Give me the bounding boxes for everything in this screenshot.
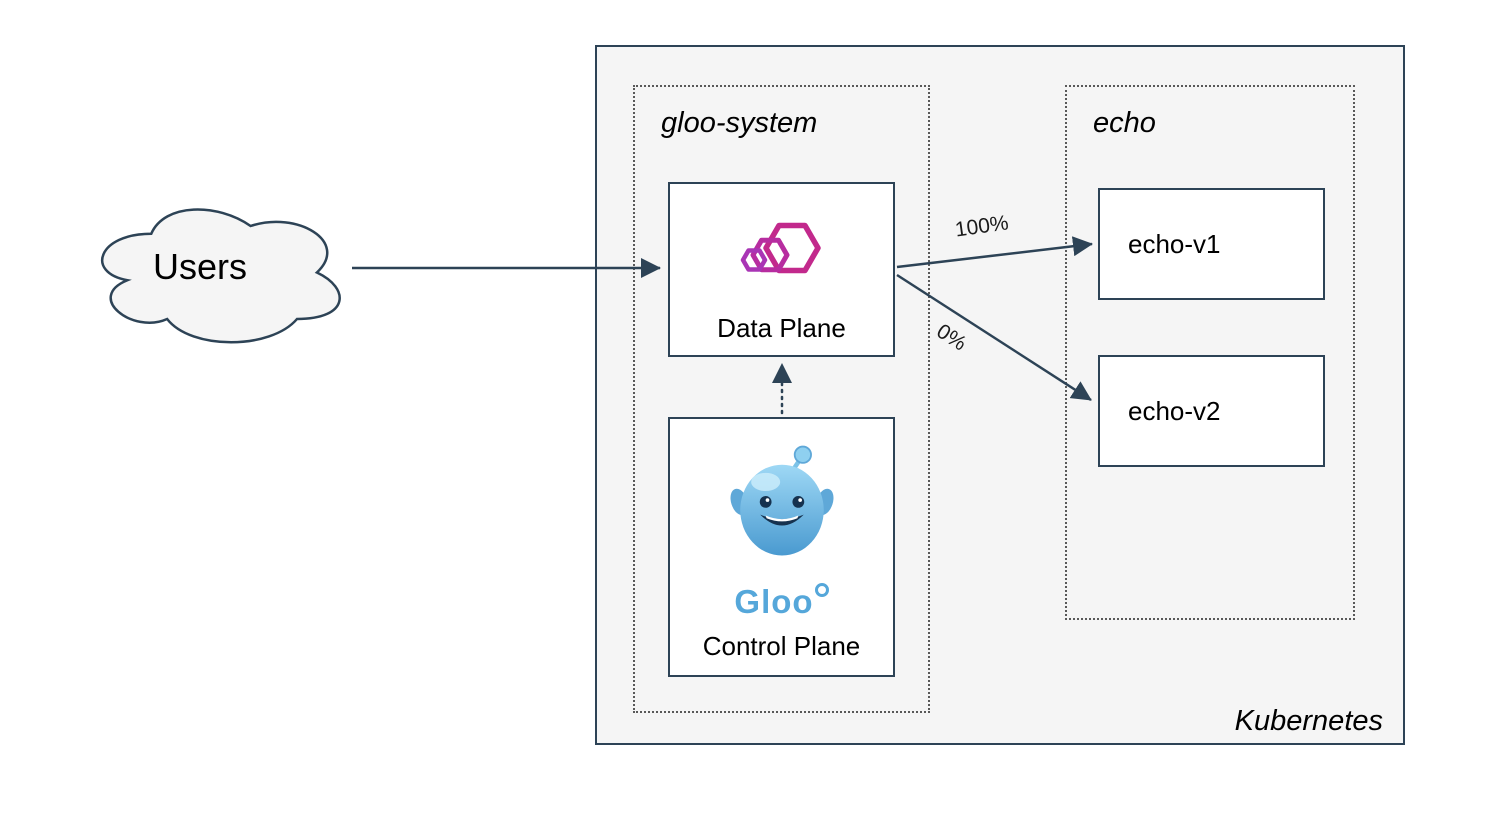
gloo-wordmark: Gloo [734,583,829,621]
namespace-gloo-system-label: gloo-system [661,107,818,139]
gloo-hexagon-icon [670,184,893,314]
gloo-mascot-icon [670,419,893,583]
node-control-plane: Gloo Control Plane [668,417,895,677]
data-plane-label: Data Plane [717,313,846,344]
node-echo-v1: echo-v1 [1098,188,1325,300]
kubernetes-label: Kubernetes [1234,705,1383,737]
gloo-wordmark-text: Gloo [734,583,814,621]
namespace-echo-label: echo [1093,107,1156,139]
echo-v1-label: echo-v1 [1128,228,1221,259]
control-plane-label: Control Plane [702,631,861,662]
gloo-degree-mark [814,583,829,598]
node-echo-v2: echo-v2 [1098,355,1325,467]
echo-v2-label: echo-v2 [1128,395,1221,426]
node-data-plane: Data Plane [668,182,895,357]
users-label: Users [152,246,247,287]
namespace-echo: echo [1065,85,1355,620]
